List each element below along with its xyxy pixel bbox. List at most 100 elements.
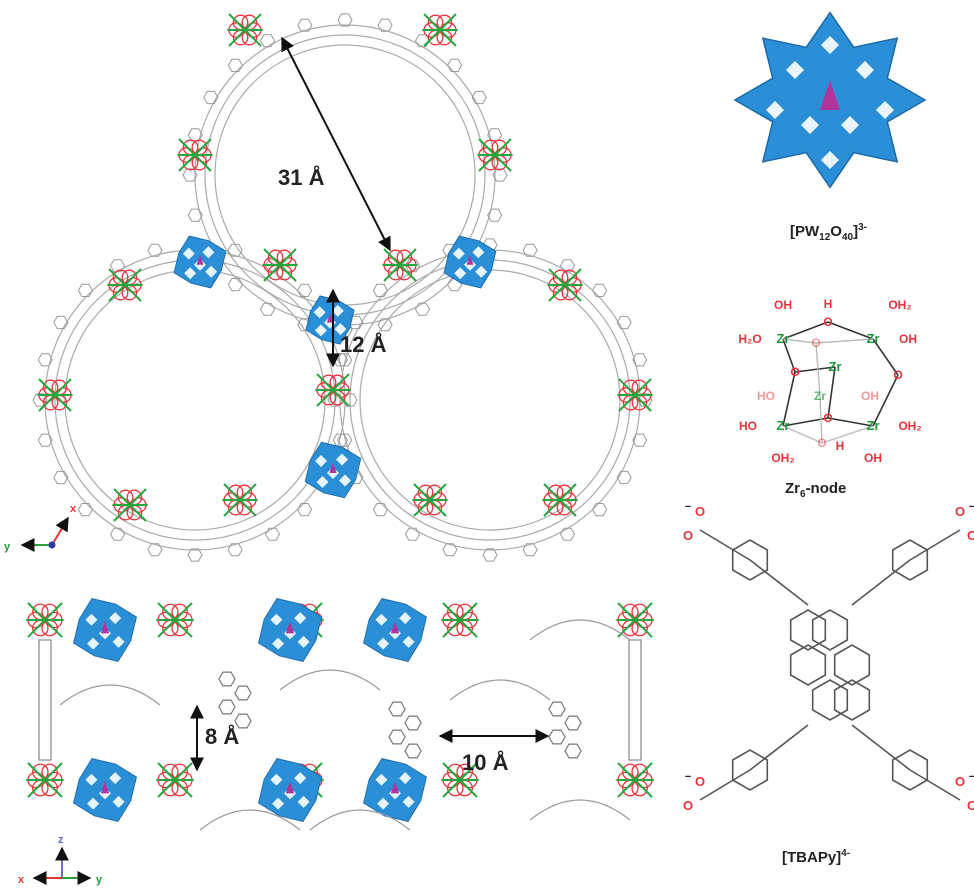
pom-window: [876, 101, 894, 119]
phenyl-ring: [77, 503, 93, 517]
zr-o-bond-back: [815, 338, 874, 344]
axis-x-label: x: [70, 503, 77, 515]
zr-o-bond: [872, 338, 899, 376]
water-ligand: OH₂: [888, 298, 911, 312]
channel-label: 12 Å: [340, 331, 387, 357]
pore-diameter-arrow: [281, 36, 391, 252]
zr-o-bond-back: [782, 425, 823, 444]
zr-o-bond-back: [819, 395, 823, 444]
pom-window: [801, 116, 819, 134]
phenyl-ring: [227, 243, 243, 257]
pom-window: [402, 635, 415, 648]
aryl-bond: [749, 724, 809, 771]
phenyl-ring: [327, 393, 343, 407]
pom-window: [402, 795, 415, 808]
pom-window: [87, 797, 100, 810]
phenyl-ring: [187, 208, 203, 222]
phenyl-ring: [297, 18, 313, 32]
pom-window: [841, 116, 859, 134]
pom-window: [336, 453, 348, 466]
pore-wall: [214, 44, 476, 306]
side-view-framework: [26, 598, 654, 831]
carboxylate-bond: [699, 769, 751, 801]
zr-o-bond-back: [821, 425, 874, 444]
carboxylate-oxygen: O: [683, 528, 693, 543]
oxygen-atom: O: [823, 411, 832, 425]
linker-strand: [449, 679, 551, 701]
pom-window: [297, 795, 310, 808]
pom-window: [766, 101, 784, 119]
water-ligand: OH₂: [898, 419, 921, 433]
phenyl-ring: [559, 259, 576, 273]
phenyl-ring: [297, 283, 313, 297]
phenyl-ring: [447, 58, 463, 72]
pom-window: [202, 246, 215, 259]
phenyl-ring: [203, 90, 219, 105]
pom-window: [316, 476, 329, 488]
hydroxyl-ligand: OH: [864, 451, 882, 465]
pom-window: [821, 36, 839, 54]
phenyl-ring: [259, 34, 276, 48]
pom-window: [339, 474, 351, 487]
phosphorus-center: [196, 255, 204, 265]
hydroxyl-ligand: HO: [739, 419, 757, 433]
pom-window: [314, 324, 327, 337]
phenyl-ring: [442, 543, 458, 557]
carboxylate-oxygen: O: [967, 798, 974, 813]
linker-strand: [199, 809, 301, 831]
zr-atom: Zr: [777, 331, 790, 346]
pom-window: [85, 613, 98, 626]
pom-window: [377, 797, 390, 810]
hydroxyl-ligand: HO: [757, 389, 775, 403]
pom-window: [399, 612, 412, 625]
phenyl-ring: [227, 543, 243, 557]
phenyl-ring: [377, 18, 393, 32]
phenyl-ring: [187, 128, 203, 142]
pyrene-ring: [234, 685, 252, 701]
pore-wall: [54, 259, 336, 541]
pyrene-ring: [564, 743, 582, 759]
pyrene-ring: [564, 715, 582, 731]
zr-atom: Zr: [867, 331, 880, 346]
zr-o-bond: [782, 321, 829, 340]
phosphorus-center: [329, 462, 337, 473]
phenyl-ring: [259, 302, 276, 316]
pom-window: [205, 265, 218, 278]
phenyl-ring: [632, 353, 648, 367]
oxygen-atom: O: [790, 365, 799, 379]
pyrene-ring: [234, 713, 252, 729]
phenyl-ring: [337, 13, 353, 27]
zr-atom: Zr: [814, 389, 826, 403]
zr-o-bond: [827, 366, 836, 419]
linker-strand: [529, 619, 631, 641]
linker-strand: [59, 684, 161, 706]
carboxylate-oxygen: O: [955, 504, 965, 519]
pillar-linker: [628, 639, 642, 761]
oxygen-atom: O: [823, 315, 832, 329]
oxygen-atom: O: [893, 368, 902, 382]
pom-window: [112, 635, 125, 648]
zr-o-bond: [827, 417, 874, 427]
phenyl-ring: [592, 283, 608, 297]
phenyl-ring: [522, 243, 538, 257]
phenyl-ring: [147, 243, 163, 257]
aryl-bond: [851, 559, 911, 606]
phenyl-ring: [264, 527, 281, 541]
phosphorus-center: [390, 621, 400, 634]
phenyl-ring: [297, 503, 313, 517]
pom-window: [109, 612, 122, 625]
tbapy-label: [TBAPy]4-: [782, 848, 850, 866]
pom-window: [270, 613, 283, 626]
pom-window: [399, 772, 412, 785]
water-ligand: OH₂: [771, 451, 794, 465]
phenyl-ring: [53, 315, 69, 330]
zr-atom: Zr: [777, 418, 790, 433]
phenyl-ring: [337, 433, 353, 447]
pyrene-ring: [388, 729, 406, 745]
pom-window: [294, 772, 307, 785]
pom-window: [377, 637, 390, 650]
pyrene-ring: [404, 743, 422, 759]
carboxylate-oxygen: O: [683, 798, 693, 813]
